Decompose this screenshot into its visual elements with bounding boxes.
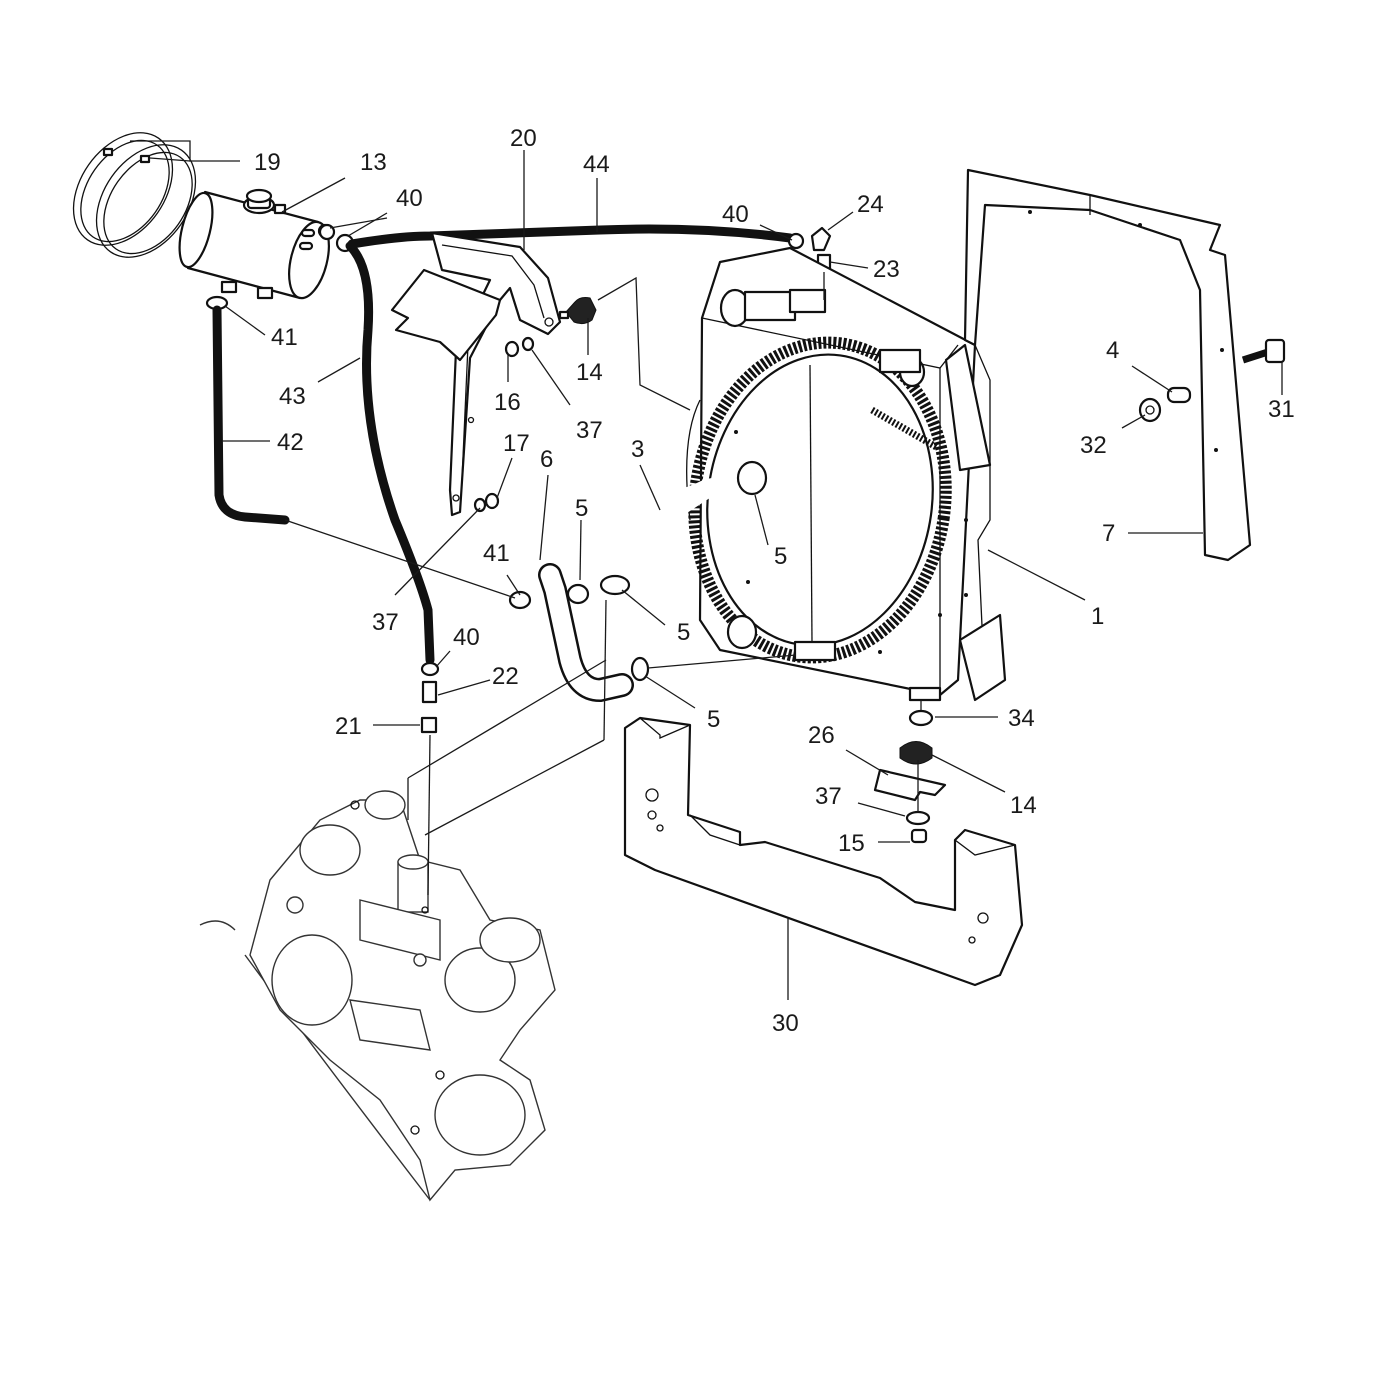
callout-labels: 19 13 40 20 44 40 24 23 41 43 42 14 16 3… — [254, 125, 1295, 1037]
callout-7: 7 — [1102, 520, 1115, 547]
callout-5: 5 — [707, 706, 720, 733]
callout-21: 21 — [335, 713, 362, 740]
callout-31: 31 — [1268, 396, 1295, 423]
callout-44: 44 — [583, 151, 610, 178]
callout-30: 30 — [772, 1010, 799, 1037]
callout-40: 40 — [722, 201, 749, 228]
tank-mounting-bracket — [390, 231, 562, 517]
callout-5: 5 — [575, 495, 588, 522]
callout-4: 4 — [1106, 337, 1119, 364]
callout-40: 40 — [453, 624, 480, 651]
callout-15: 15 — [838, 830, 865, 857]
drain-fittings — [420, 661, 440, 734]
callout-42: 42 — [277, 429, 304, 456]
washers — [473, 336, 535, 513]
lower-radiator-hose — [538, 563, 634, 703]
radiator-mount-hardware — [873, 709, 947, 844]
hose-clamp-rings — [72, 132, 197, 258]
callout-37: 37 — [815, 783, 842, 810]
engine-block-reference — [199, 790, 556, 1202]
rubber-mount — [558, 297, 597, 325]
callout-5: 5 — [774, 543, 787, 570]
callout-14: 14 — [1010, 792, 1037, 819]
callout-3: 3 — [631, 436, 644, 463]
callout-1: 1 — [1091, 603, 1104, 630]
callout-26: 26 — [808, 722, 835, 749]
overflow-hose — [205, 295, 290, 525]
callout-6: 6 — [540, 446, 553, 473]
callout-13: 13 — [360, 149, 387, 176]
callout-16: 16 — [494, 389, 521, 416]
shroud-frame — [963, 168, 1252, 562]
leader-lines — [130, 140, 1283, 1000]
callout-41: 41 — [271, 324, 298, 351]
lower-baffle-plate — [623, 716, 1024, 987]
upper-radiator-hose — [590, 477, 732, 580]
callout-5: 5 — [677, 619, 690, 646]
callout-19: 19 — [254, 149, 281, 176]
callout-23: 23 — [873, 256, 900, 283]
callout-37: 37 — [372, 609, 399, 636]
radiator-assembly — [686, 246, 1007, 702]
callout-32: 32 — [1080, 432, 1107, 459]
callout-14: 14 — [576, 359, 603, 386]
callout-17: 17 — [503, 430, 530, 457]
callout-24: 24 — [857, 191, 884, 218]
callout-40: 40 — [396, 185, 423, 212]
hose-clamps — [508, 574, 650, 682]
expansion-tank — [178, 188, 333, 300]
callout-34: 34 — [1008, 705, 1035, 732]
callout-43: 43 — [279, 383, 306, 410]
callout-41: 41 — [483, 540, 510, 567]
callout-37: 37 — [576, 417, 603, 444]
callout-20: 20 — [510, 125, 537, 152]
callout-22: 22 — [492, 663, 519, 690]
vent-hose — [347, 224, 795, 249]
